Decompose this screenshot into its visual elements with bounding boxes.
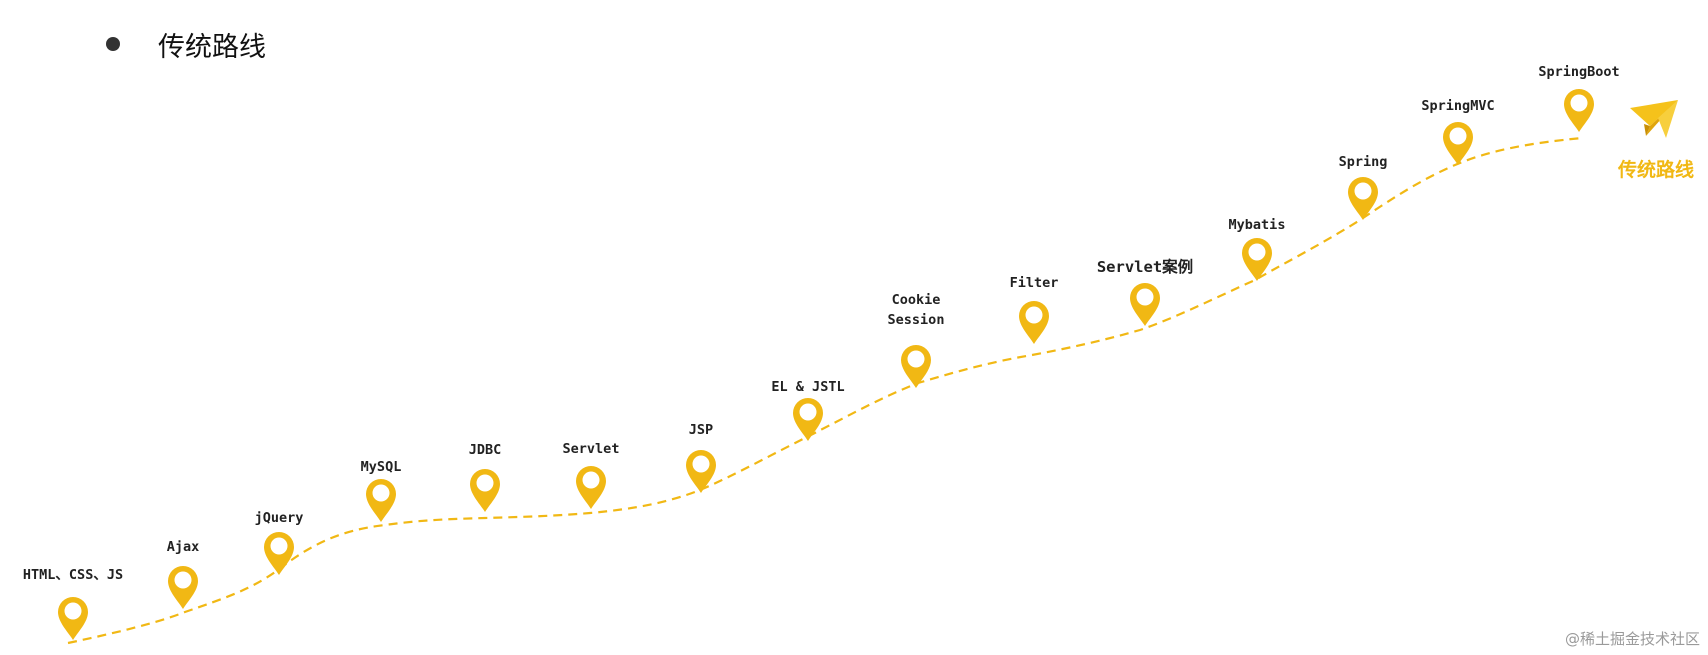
stop-label: Mybatis	[1229, 215, 1286, 235]
stop-label: SpringMVC	[1421, 96, 1494, 116]
map-pin-icon	[366, 479, 396, 522]
map-pin-icon	[1564, 89, 1594, 132]
stop-label: Servlet案例	[1097, 257, 1193, 277]
heading-text: 传统路线	[158, 31, 266, 63]
map-pin-icon	[1130, 283, 1160, 326]
map-pin-icon	[1443, 122, 1473, 165]
stop-label: EL & JSTL	[771, 377, 844, 397]
map-pin-icon	[58, 597, 88, 640]
stop-label: Filter	[1010, 273, 1059, 293]
section-heading: 传统路线	[106, 22, 266, 66]
stop-label: SpringBoot	[1538, 62, 1619, 82]
map-pin-icon	[1242, 238, 1272, 281]
stop-label-text: EL & JSTL	[771, 379, 845, 395]
stop-label-text: SpringMVC	[1421, 98, 1495, 114]
stop-pins	[58, 89, 1594, 640]
stop-label-text: Ajax	[166, 539, 200, 555]
stop-label: HTML、CSS、JS	[23, 565, 123, 585]
stop-label-text: jQuery	[254, 510, 304, 526]
stop-label-text: Filter	[1009, 275, 1059, 291]
stop-label-text: Cookie	[891, 292, 941, 308]
stop-label-text-line2: Session	[887, 312, 945, 328]
paper-plane-icon	[1630, 100, 1678, 138]
stop-label: Servlet	[563, 439, 620, 459]
stop-label-text: JDBC	[468, 442, 502, 458]
stop-label: jQuery	[255, 508, 304, 528]
stop-label-text: Spring	[1338, 154, 1388, 170]
stop-label-text: SpringBoot	[1538, 64, 1620, 80]
map-pin-icon	[1348, 177, 1378, 220]
map-pin-icon	[901, 345, 931, 388]
map-pin-icon	[168, 566, 198, 609]
route-end-label: 传统路线	[1618, 159, 1695, 181]
stop-label: MySQL	[361, 457, 402, 477]
stop-label-text: Servlet	[562, 441, 620, 457]
stop-label-text: JSP	[688, 422, 714, 438]
watermark: @稀土掘金技术社区	[1564, 630, 1700, 648]
stop-label: Ajax	[167, 537, 200, 557]
stop-label-text: HTML、CSS、JS	[22, 567, 124, 583]
stop-label: JDBC	[469, 440, 502, 460]
map-pin-icon	[576, 466, 606, 509]
stop-label-text: Servlet案例	[1096, 258, 1194, 276]
map-pin-icon	[793, 398, 823, 441]
map-pin-icon	[1019, 301, 1049, 344]
map-pin-icon	[686, 450, 716, 493]
stop-label-text: MySQL	[360, 459, 402, 475]
map-pin-icon	[264, 532, 294, 575]
stop-label: Spring	[1339, 152, 1388, 172]
bullet-icon	[106, 37, 120, 51]
stop-label: JSP	[689, 420, 713, 440]
map-pin-icon	[470, 469, 500, 512]
stop-label-text: Mybatis	[1228, 217, 1286, 233]
